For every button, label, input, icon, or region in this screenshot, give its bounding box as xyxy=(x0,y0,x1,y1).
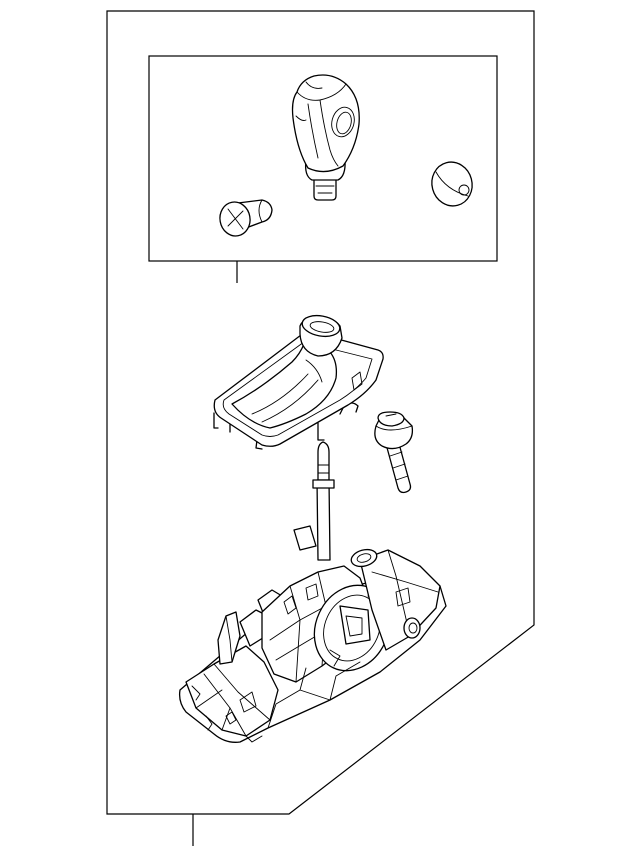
shifter-assembly-icon xyxy=(178,441,447,743)
boot-bezel-icon xyxy=(213,314,384,450)
knob-kit-frame xyxy=(148,55,498,262)
shift-knob-icon xyxy=(291,74,360,201)
bolt-icon xyxy=(374,411,414,494)
assembly-frame xyxy=(106,10,535,815)
button-cap-icon xyxy=(431,161,473,207)
screw-icon xyxy=(219,199,273,237)
